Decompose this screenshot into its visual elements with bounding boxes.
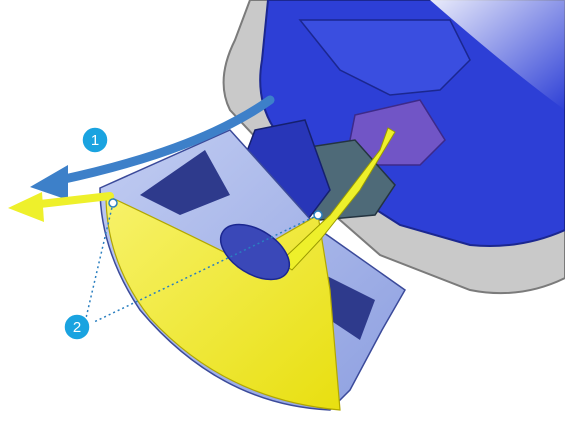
- callout-1-number: 1: [91, 132, 99, 149]
- callout-2-number: 2: [73, 319, 81, 336]
- paint-channel: [279, 127, 396, 271]
- bell-inner-dark-2: [325, 275, 375, 340]
- paint-flow-arrow: [36, 192, 114, 208]
- leader-dot-bell-edge: [108, 198, 118, 208]
- callout-marker: [81, 126, 109, 154]
- callout-1: 1: [81, 126, 109, 154]
- bell-inner-dark-1: [140, 150, 230, 215]
- leader-dot-feed: [313, 210, 323, 220]
- turbine-block: [298, 19, 471, 96]
- airflow-arrow: [55, 95, 275, 185]
- valve-component: [349, 99, 446, 166]
- airflow-arrowhead: [30, 165, 68, 200]
- bell-hub: [219, 223, 291, 281]
- highlight-glow: [430, 0, 565, 110]
- paint-flow-arrowhead: [8, 192, 44, 222]
- callout-2: 2: [63, 313, 91, 341]
- leader-line-feed: [93, 214, 319, 323]
- callout-marker: [63, 313, 91, 341]
